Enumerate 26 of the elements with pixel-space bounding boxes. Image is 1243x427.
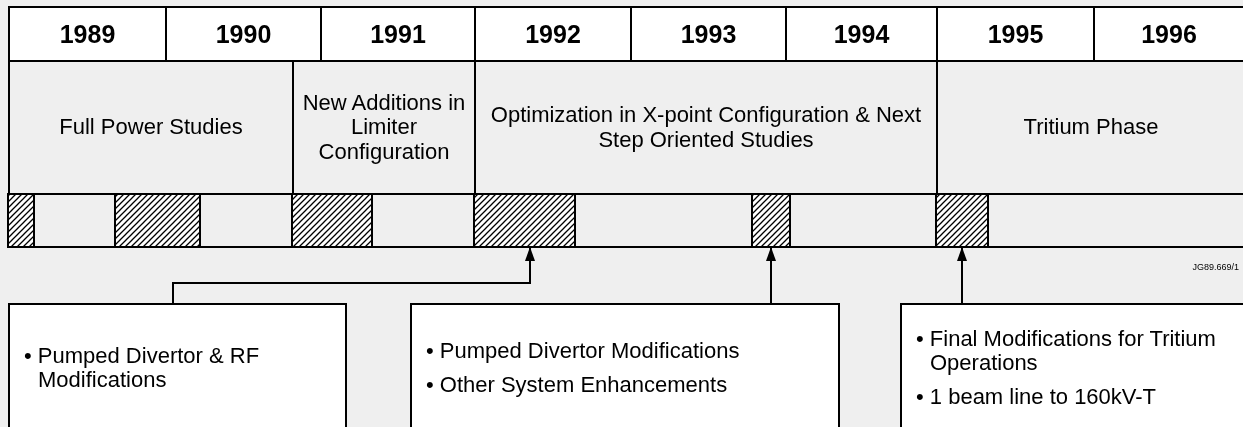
year-cell: 1992: [474, 6, 632, 62]
year-cell: 1993: [630, 6, 787, 62]
bullet-text: • Final Modifications for Tritium Operations: [916, 326, 1217, 376]
note-box: [900, 303, 1243, 427]
shutdown-bar: [935, 193, 989, 248]
arrow: [957, 246, 967, 304]
year-cell: 1989: [8, 6, 167, 62]
note-box: [410, 303, 840, 427]
shutdown-bar: [291, 193, 373, 248]
year-cell: 1990: [165, 6, 322, 62]
shutdown-bar: [7, 193, 35, 248]
figure-reference: JG89.669/1: [1192, 262, 1239, 272]
note-box: [8, 303, 347, 427]
year-cell: 1994: [785, 6, 938, 62]
shutdown-bar: [114, 193, 201, 248]
year-cell: 1991: [320, 6, 476, 62]
bullet-text: • Pumped Divertor Modifications: [426, 338, 741, 363]
arrow: [172, 246, 535, 304]
shutdown-bar: [751, 193, 791, 248]
bullet-text: • Other System Enhancements: [426, 373, 729, 398]
bullet-text: • 1 beam line to 160kV-T: [916, 385, 1158, 410]
year-cell: 1995: [936, 6, 1095, 62]
bullet-text: • Pumped Divertor & RF Modifications: [24, 343, 261, 393]
arrow: [766, 246, 776, 304]
year-cell: 1996: [1093, 6, 1243, 62]
shutdown-bar: [473, 193, 576, 248]
